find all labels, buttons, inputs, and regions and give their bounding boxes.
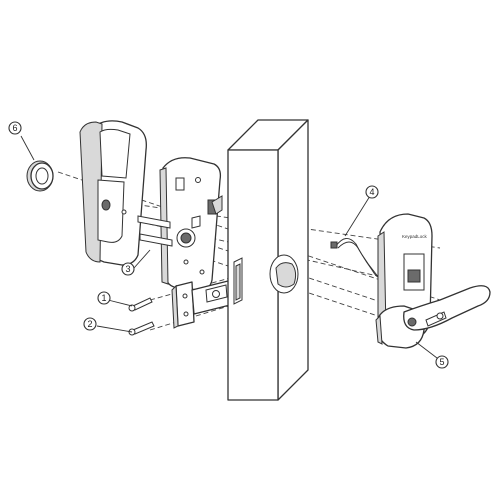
callout-4-label: 4 [369,187,374,197]
callout-1: 1 [97,291,111,305]
callout-3: 3 [121,262,135,276]
leader-lines [20,135,438,359]
spacer-ring [26,160,54,192]
interior-escutcheon [79,120,147,266]
callout-5-label: 5 [439,357,444,367]
callout-1-label: 1 [101,293,106,303]
callout-2: 2 [83,317,97,331]
brand-label: KeypadLock [402,234,428,239]
mounting-posts [137,215,173,247]
mounting-plate [159,157,223,291]
callout-4: 4 [365,185,379,199]
screws [128,297,155,336]
callout-2-label: 2 [87,319,92,329]
callout-6-label: 6 [12,123,17,133]
exterior-keypad-lever: KeypadLock [375,213,491,349]
door-slab [227,119,309,401]
callout-3-label: 3 [125,264,130,274]
callout-5: 5 [435,355,449,369]
callout-6: 6 [8,121,22,135]
